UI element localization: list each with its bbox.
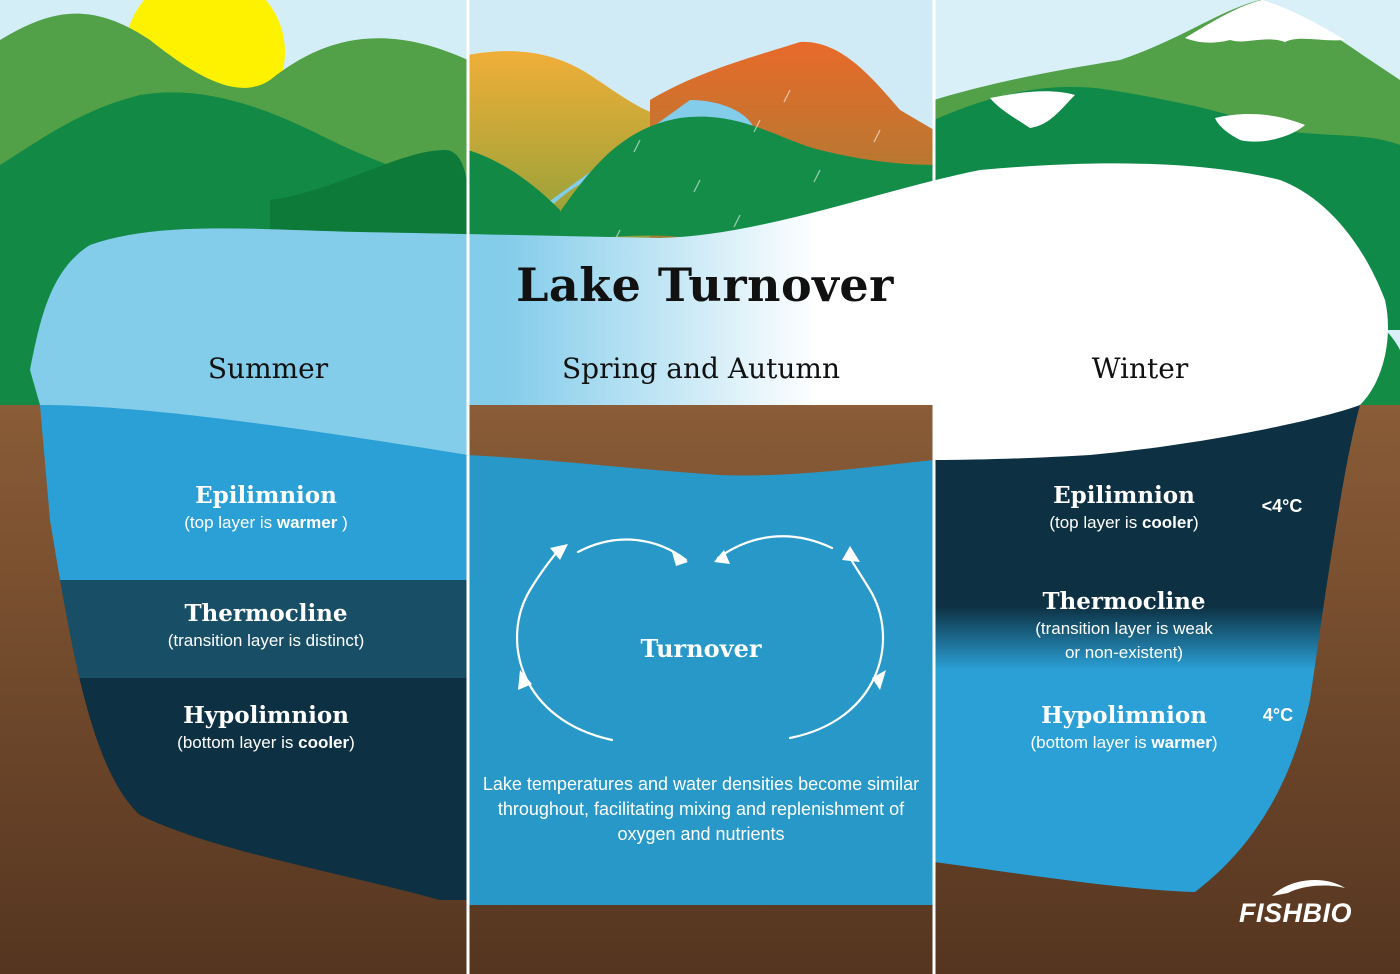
circulation-arrows-icon: [516, 535, 884, 742]
summer-heading: Summer: [207, 352, 329, 385]
winter-thermocline-desc-1: (transition layer is weak: [1035, 619, 1213, 638]
spring-autumn-heading: Spring and Autumn: [562, 352, 840, 385]
winter-epilimnion-name: Epilimnion: [1053, 482, 1195, 509]
summer-lake-edge: [40, 405, 468, 455]
winter-hypolimnion-temp: 4°C: [1262, 705, 1294, 725]
winter-epilimnion-temp: <4°C: [1261, 496, 1303, 516]
winter-thermocline-desc-2: or non-existent): [1064, 643, 1184, 662]
fishbio-fish-logo-icon: [1272, 880, 1345, 896]
winter-thermocline-layer: [934, 585, 1360, 670]
winter-hypolimnion-desc: (bottom layer is warmer): [1030, 733, 1218, 752]
arrow-heads: [518, 544, 886, 690]
summer-epilimnion-name: Epilimnion: [195, 482, 337, 509]
turnover-label: Turnover: [640, 634, 762, 663]
turnover-description: Lake temperatures and water densities be…: [482, 774, 920, 844]
summer-hypolimnion-desc: (bottom layer is cooler): [177, 733, 355, 752]
winter-hypolimnion-name: Hypolimnion: [1041, 702, 1207, 729]
winter-ice-lower: [934, 405, 1360, 460]
winter-snow-patch-1: [990, 91, 1075, 128]
snow-cap-icon: [1185, 0, 1345, 43]
spring-autumn-water: [468, 455, 934, 905]
summer-thermocline-name: Thermocline: [184, 600, 348, 627]
summer-hypolimnion-name: Hypolimnion: [183, 702, 349, 729]
summer-epilimnion-desc: (top layer is warmer ): [184, 513, 348, 532]
summer-thermocline-desc: (transition layer is distinct): [167, 631, 365, 650]
summer-thermocline-layer: [40, 580, 468, 678]
winter-epilimnion-desc: (top layer is cooler): [1049, 513, 1199, 532]
fishbio-logo: FISHBIO: [1238, 898, 1352, 928]
page-title: Lake Turnover: [516, 258, 894, 312]
winter-heading: Winter: [1091, 352, 1189, 385]
winter-snow-patch-2: [1215, 114, 1305, 142]
winter-thermocline-name: Thermocline: [1042, 588, 1206, 615]
lake-surface: [30, 163, 1388, 405]
spring-left-hill: [468, 150, 560, 260]
